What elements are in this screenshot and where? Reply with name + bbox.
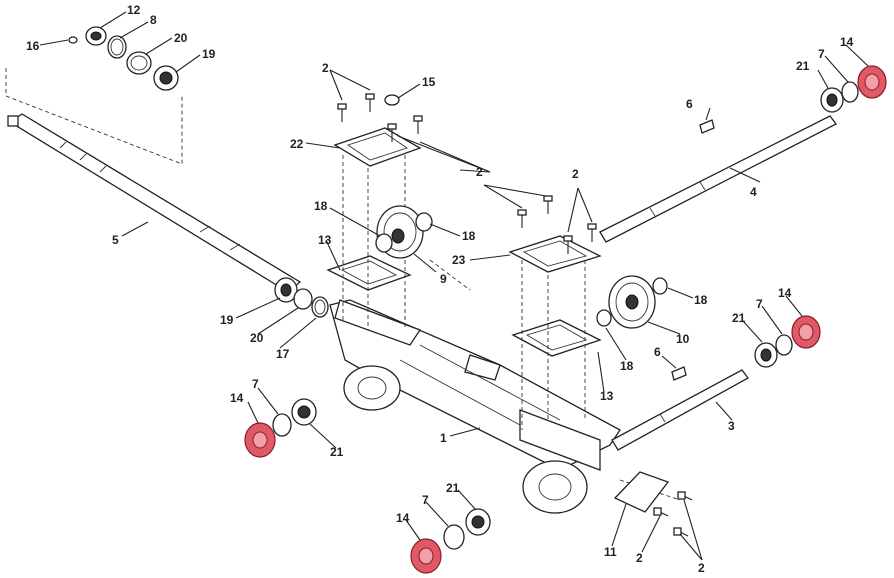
- callout-labels: 16 12 8 20 19 2 15 22 2 2 6 4 21 7 14 5 …: [26, 3, 854, 575]
- label-21-bottom: 21: [446, 481, 460, 495]
- washer-18-a[interactable]: [415, 212, 433, 232]
- label-16: 16: [26, 39, 40, 53]
- label-7-top-right: 7: [818, 47, 825, 61]
- label-9: 9: [440, 272, 447, 286]
- ring-17[interactable]: [311, 296, 329, 318]
- label-14-top-right: 14: [840, 35, 854, 49]
- bearing-12[interactable]: [85, 26, 107, 46]
- label-2-b: 2: [476, 165, 483, 179]
- label-19-mid: 19: [220, 313, 234, 327]
- label-19-top: 19: [202, 47, 216, 61]
- label-14-bottom: 14: [396, 511, 410, 525]
- label-12: 12: [127, 3, 141, 17]
- label-22: 22: [290, 137, 304, 151]
- label-21-mid-right: 21: [732, 311, 746, 325]
- output-shaft-3[interactable]: [611, 369, 749, 451]
- label-21-top-right: 21: [796, 59, 810, 73]
- bearing-21-top-right[interactable]: [820, 87, 844, 113]
- label-1: 1: [440, 431, 447, 445]
- label-18-b: 18: [462, 229, 476, 243]
- gasket-13-left[interactable]: [326, 255, 412, 291]
- bearing-19-top[interactable]: [153, 65, 179, 91]
- bearing-21-left[interactable]: [291, 398, 317, 426]
- label-4: 4: [750, 185, 757, 199]
- label-5: 5: [112, 233, 119, 247]
- bolts-2[interactable]: [337, 93, 693, 537]
- label-2-d: 2: [636, 551, 643, 565]
- key-6-mid[interactable]: [671, 366, 687, 381]
- end-cover-11[interactable]: [613, 471, 670, 513]
- retaining-ring-16[interactable]: [68, 36, 78, 44]
- input-shaft-5[interactable]: [7, 113, 302, 293]
- seal-14-mid-right-highlighted[interactable]: [791, 315, 821, 349]
- snap-ring-7-top-right[interactable]: [841, 81, 859, 103]
- seal-20[interactable]: [126, 51, 152, 75]
- key-6-top[interactable]: [699, 119, 715, 134]
- group-bracket: [5, 68, 183, 165]
- label-14-left: 14: [230, 391, 244, 405]
- label-6-mid: 6: [654, 345, 661, 359]
- snap-ring-7-bottom[interactable]: [443, 524, 465, 550]
- gear-10[interactable]: [608, 275, 656, 329]
- label-17: 17: [276, 347, 290, 361]
- label-11: 11: [604, 545, 617, 559]
- snap-ring-7-mid-right[interactable]: [775, 334, 793, 356]
- label-21-left: 21: [330, 445, 344, 459]
- label-18-d: 18: [620, 359, 634, 373]
- label-18-c: 18: [694, 293, 708, 307]
- label-7-bottom: 7: [422, 493, 429, 507]
- seal-14-left-highlighted[interactable]: [244, 422, 276, 458]
- gear-9[interactable]: [375, 205, 424, 259]
- label-20-top: 20: [174, 31, 188, 45]
- output-shaft-4[interactable]: [599, 115, 837, 243]
- bearing-19-mid[interactable]: [274, 277, 298, 303]
- ring-8[interactable]: [107, 35, 127, 59]
- seal-14-bottom-highlighted[interactable]: [410, 538, 442, 574]
- label-15: 15: [422, 75, 436, 89]
- label-13-right: 13: [600, 389, 614, 403]
- label-18-a: 18: [314, 199, 328, 213]
- bearing-21-mid-right[interactable]: [754, 342, 778, 368]
- label-8: 8: [150, 13, 157, 27]
- label-13-left: 13: [318, 233, 332, 247]
- seal-20-mid[interactable]: [293, 288, 313, 310]
- transmission-housing-1[interactable]: [329, 299, 621, 514]
- label-2-c: 2: [572, 167, 579, 181]
- label-2-a: 2: [322, 61, 329, 75]
- label-7-mid-right: 7: [756, 297, 763, 311]
- cover-gasket-23[interactable]: [508, 235, 602, 273]
- gasket-13-right[interactable]: [511, 319, 602, 357]
- label-20-mid: 20: [250, 331, 264, 345]
- washer-18-c[interactable]: [596, 309, 612, 327]
- label-23: 23: [452, 253, 466, 267]
- snap-ring-7-left[interactable]: [272, 413, 292, 437]
- washer-18-b[interactable]: [652, 277, 668, 295]
- label-7-left: 7: [252, 377, 259, 391]
- seal-14-top-right-highlighted[interactable]: [857, 65, 887, 99]
- label-2-e: 2: [698, 561, 705, 575]
- bearing-21-bottom[interactable]: [465, 508, 491, 536]
- label-3: 3: [728, 419, 735, 433]
- label-6-top: 6: [686, 97, 693, 111]
- label-10: 10: [676, 332, 690, 346]
- cover-gasket-22[interactable]: [333, 127, 422, 167]
- label-14-mid-right: 14: [778, 286, 792, 300]
- leader-lines: [39, 11, 869, 561]
- plug-15[interactable]: [384, 94, 400, 106]
